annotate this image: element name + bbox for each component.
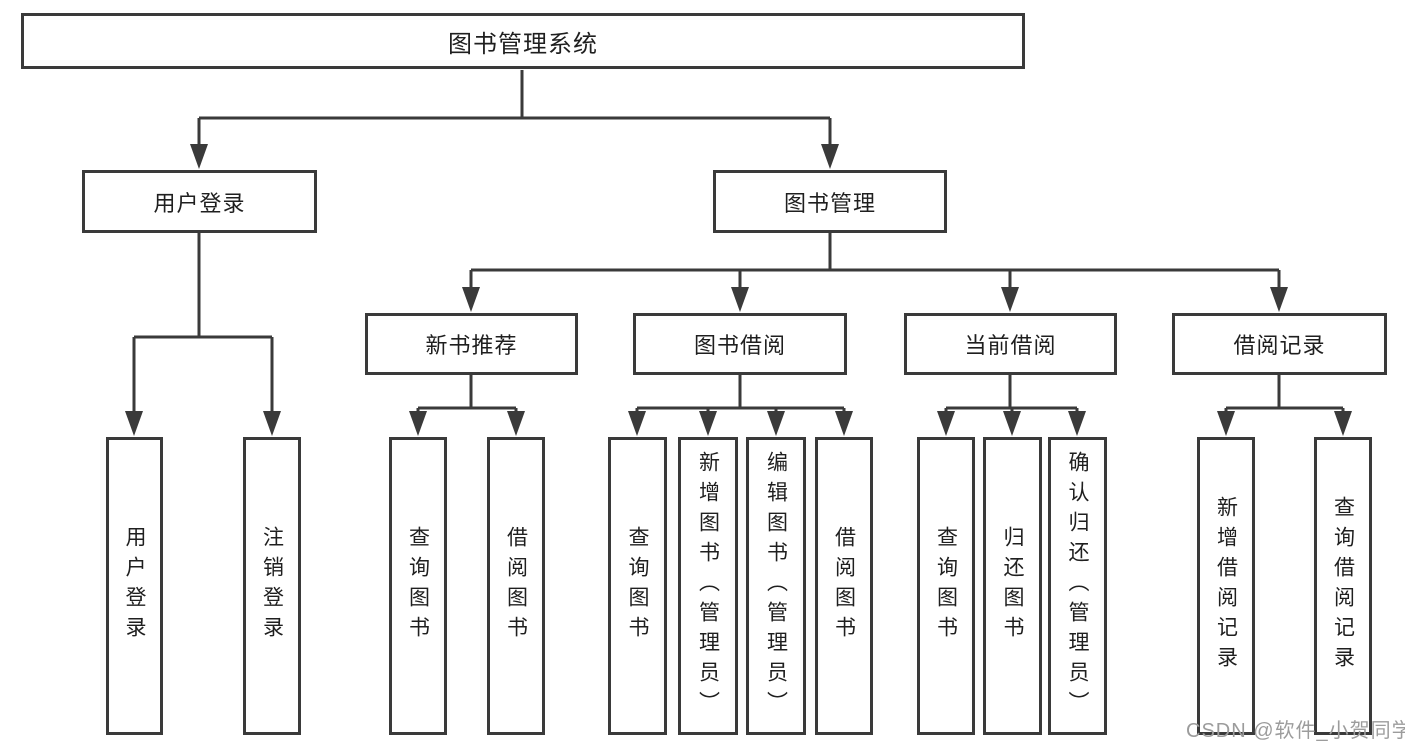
node-current-borrow: 当前借阅 — [904, 313, 1117, 375]
leaf-user-login: 用户登录 — [106, 437, 163, 735]
arrow-down-icon — [699, 411, 717, 436]
arrow-down-icon — [1003, 411, 1021, 436]
leaf-borrow-query-books: 查询图书 — [608, 437, 667, 735]
leaf-current-confirm-return-admin: 确认归还（管理员） — [1048, 437, 1107, 735]
arrow-down-icon — [1270, 287, 1288, 312]
node-label: 新增图书（管理员） — [696, 451, 720, 721]
node-label: 新增借阅记录 — [1214, 496, 1238, 676]
arrow-down-icon — [125, 411, 143, 436]
arrow-down-icon — [1334, 411, 1352, 436]
arrow-down-icon — [937, 411, 955, 436]
arrow-down-icon — [1217, 411, 1235, 436]
node-borrow-records: 借阅记录 — [1172, 313, 1387, 375]
node-label: 用户登录 — [153, 190, 246, 216]
arrow-down-icon — [628, 411, 646, 436]
node-book-management: 图书管理 — [713, 170, 947, 233]
arrow-down-icon — [190, 144, 208, 169]
arrow-down-icon — [1068, 411, 1086, 436]
node-label: 查询借阅记录 — [1331, 496, 1355, 676]
node-label: 查询图书 — [934, 526, 958, 646]
node-root-system: 图书管理系统 — [21, 13, 1025, 69]
csdn-watermark: CSDN @软件_小贺同学 — [1186, 720, 1405, 742]
node-label: 查询图书 — [406, 526, 430, 646]
connector-book-mgmt-to-sections — [469, 233, 1281, 290]
node-label: 当前借阅 — [964, 333, 1057, 358]
node-label: 图书借阅 — [693, 333, 786, 358]
arrow-down-icon — [821, 144, 839, 169]
node-label: 新书推荐 — [425, 333, 518, 358]
arrow-down-icon — [835, 411, 853, 436]
node-label: 借阅记录 — [1233, 333, 1326, 358]
arrow-down-icon — [507, 411, 525, 436]
node-book-borrow: 图书借阅 — [633, 313, 847, 375]
node-label: 用户登录 — [123, 526, 146, 646]
node-label: 图书管理系统 — [448, 30, 598, 58]
node-user-login: 用户登录 — [82, 170, 317, 233]
leaf-current-return-books: 归还图书 — [983, 437, 1042, 735]
connector-book-borrow-to-leaves — [635, 375, 846, 414]
leaf-borrow-edit-books-admin: 编辑图书（管理员） — [746, 437, 806, 735]
leaf-borrow-add-books-admin: 新增图书（管理员） — [678, 437, 738, 735]
leaf-current-query-books: 查询图书 — [917, 437, 975, 735]
leaf-record-query-borrow-record: 查询借阅记录 — [1314, 437, 1372, 735]
leaf-logout-login: 注销登录 — [243, 437, 301, 735]
node-label: 确认归还（管理员） — [1066, 451, 1089, 721]
connector-new-book-rec-to-leaves — [416, 375, 518, 414]
node-label: 查询图书 — [626, 526, 649, 646]
leaf-recommend-borrow-books: 借阅图书 — [487, 437, 545, 735]
arrow-down-icon — [462, 287, 480, 312]
node-label: 图书管理 — [783, 190, 876, 216]
arrow-down-icon — [409, 411, 427, 436]
node-label: 注销登录 — [260, 526, 284, 646]
leaf-record-add-borrow-record: 新增借阅记录 — [1197, 437, 1255, 735]
node-new-book-recommend: 新书推荐 — [365, 313, 578, 375]
connector-current-borrow-to-leaves — [944, 375, 1079, 414]
node-label: 借阅图书 — [832, 526, 856, 646]
node-label: 编辑图书（管理员） — [764, 451, 788, 721]
arrowheads — [125, 144, 1352, 436]
connector-root-to-level1 — [197, 70, 832, 148]
connector-borrow-record-to-leaves — [1224, 375, 1345, 414]
node-label: 借阅图书 — [504, 526, 528, 646]
arrow-down-icon — [731, 287, 749, 312]
connector-user-login-to-leaves — [132, 233, 274, 412]
leaf-borrow-borrow-books: 借阅图书 — [815, 437, 873, 735]
arrow-down-icon — [1001, 287, 1019, 312]
node-label: 归还图书 — [1001, 526, 1024, 646]
leaf-recommend-query-books: 查询图书 — [389, 437, 447, 735]
arrow-down-icon — [263, 411, 281, 436]
arrow-down-icon — [767, 411, 785, 436]
